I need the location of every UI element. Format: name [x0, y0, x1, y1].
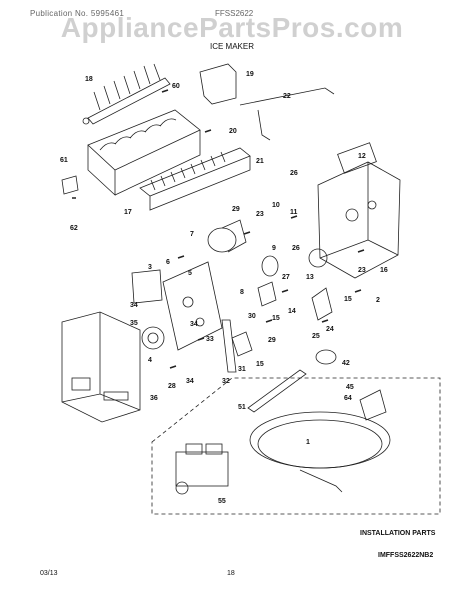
callout-11: 11: [290, 209, 298, 216]
page-number: 18: [227, 570, 235, 577]
callout-36: 36: [150, 395, 158, 402]
rod-part: [221, 319, 237, 373]
label-part: [131, 269, 163, 304]
callout-9: 9: [272, 245, 276, 252]
callout-42: 42: [342, 360, 350, 367]
callout-19: 19: [246, 71, 254, 78]
callout-13: 13: [306, 274, 314, 281]
motor-part: [207, 219, 247, 253]
callout-25: 25: [312, 333, 320, 340]
callout-14: 14: [288, 308, 296, 315]
mold-cover-part: [139, 147, 251, 211]
front-cover-part: [61, 311, 141, 423]
callout-35: 35: [130, 320, 138, 327]
callout-55: 55: [218, 498, 226, 505]
callout-12: 12: [358, 153, 366, 160]
callout-23-upper: 23: [256, 211, 264, 218]
callout-45: 45: [346, 384, 354, 391]
callout-28: 28: [168, 383, 176, 390]
callout-62: 62: [70, 225, 78, 232]
callout-10: 10: [272, 202, 280, 209]
callout-18: 18: [85, 76, 93, 83]
callout-32: 32: [222, 378, 230, 385]
callout-23-lower: 23: [358, 267, 366, 274]
clip-part: [359, 389, 387, 421]
callout-21: 21: [256, 158, 264, 165]
callout-30: 30: [248, 313, 256, 320]
gear-part: [141, 326, 165, 350]
callout-15-mid: 15: [272, 315, 280, 322]
mounting-plate-part: [162, 261, 223, 351]
callout-31: 31: [238, 366, 246, 373]
callout-26-upper: 26: [290, 170, 298, 177]
callout-6: 6: [166, 259, 170, 266]
callout-20: 20: [229, 128, 237, 135]
callout-34-mid: 34: [190, 321, 198, 328]
grommet-part: [315, 349, 337, 365]
publication-number: Publication No. 5995461: [30, 9, 125, 18]
shutoff-arm-part: [239, 87, 335, 141]
callout-51: 51: [238, 404, 246, 411]
callout-33: 33: [206, 336, 214, 343]
callout-27: 27: [282, 274, 290, 281]
callout-3: 3: [148, 264, 152, 271]
installation-parts-frame: [151, 377, 441, 515]
fill-tube-part: [247, 369, 307, 413]
footer-date: 03/13: [40, 570, 58, 577]
screw-parts: [72, 89, 365, 369]
callout-2: 2: [376, 297, 380, 304]
callout-60: 60: [172, 83, 180, 90]
callout-15-lower: 15: [256, 361, 264, 368]
callout-15-right: 15: [344, 296, 352, 303]
water-tubing-part: [249, 411, 391, 493]
callout-4: 4: [148, 357, 152, 364]
ice-mold-part: [87, 109, 201, 196]
callout-22: 22: [283, 93, 291, 100]
ice-ejector-part: [82, 63, 171, 125]
callout-34-low: 34: [186, 378, 194, 385]
callout-26-lower: 26: [292, 245, 300, 252]
callout-34-top: 34: [130, 302, 138, 309]
callout-61: 61: [60, 157, 68, 164]
callout-7: 7: [190, 231, 194, 238]
thermostat-part: [308, 248, 328, 268]
callout-17: 17: [124, 209, 132, 216]
section-title: ICE MAKER: [209, 42, 254, 51]
callout-1: 1: [306, 439, 310, 446]
diagram-code: IMFFSS2622NB2: [378, 552, 434, 559]
small-bracket-part: [231, 331, 253, 357]
callout-8: 8: [240, 289, 244, 296]
callout-16: 16: [380, 267, 388, 274]
callout-29-upper: 29: [232, 206, 240, 213]
installation-parts-label: INSTALLATION PARTS: [360, 530, 436, 537]
model-number: FFSS2622: [215, 9, 254, 18]
callout-29-lower: 29: [268, 337, 276, 344]
watermark: AppliancePartsPros.com: [60, 12, 404, 43]
valve-solenoid-part: [261, 255, 279, 277]
bracket-part: [199, 63, 237, 105]
water-valve-part: [175, 443, 229, 495]
callout-5: 5: [188, 270, 192, 277]
callout-24: 24: [326, 326, 334, 333]
callout-64: 64: [344, 395, 352, 402]
control-housing-part: [317, 142, 401, 279]
